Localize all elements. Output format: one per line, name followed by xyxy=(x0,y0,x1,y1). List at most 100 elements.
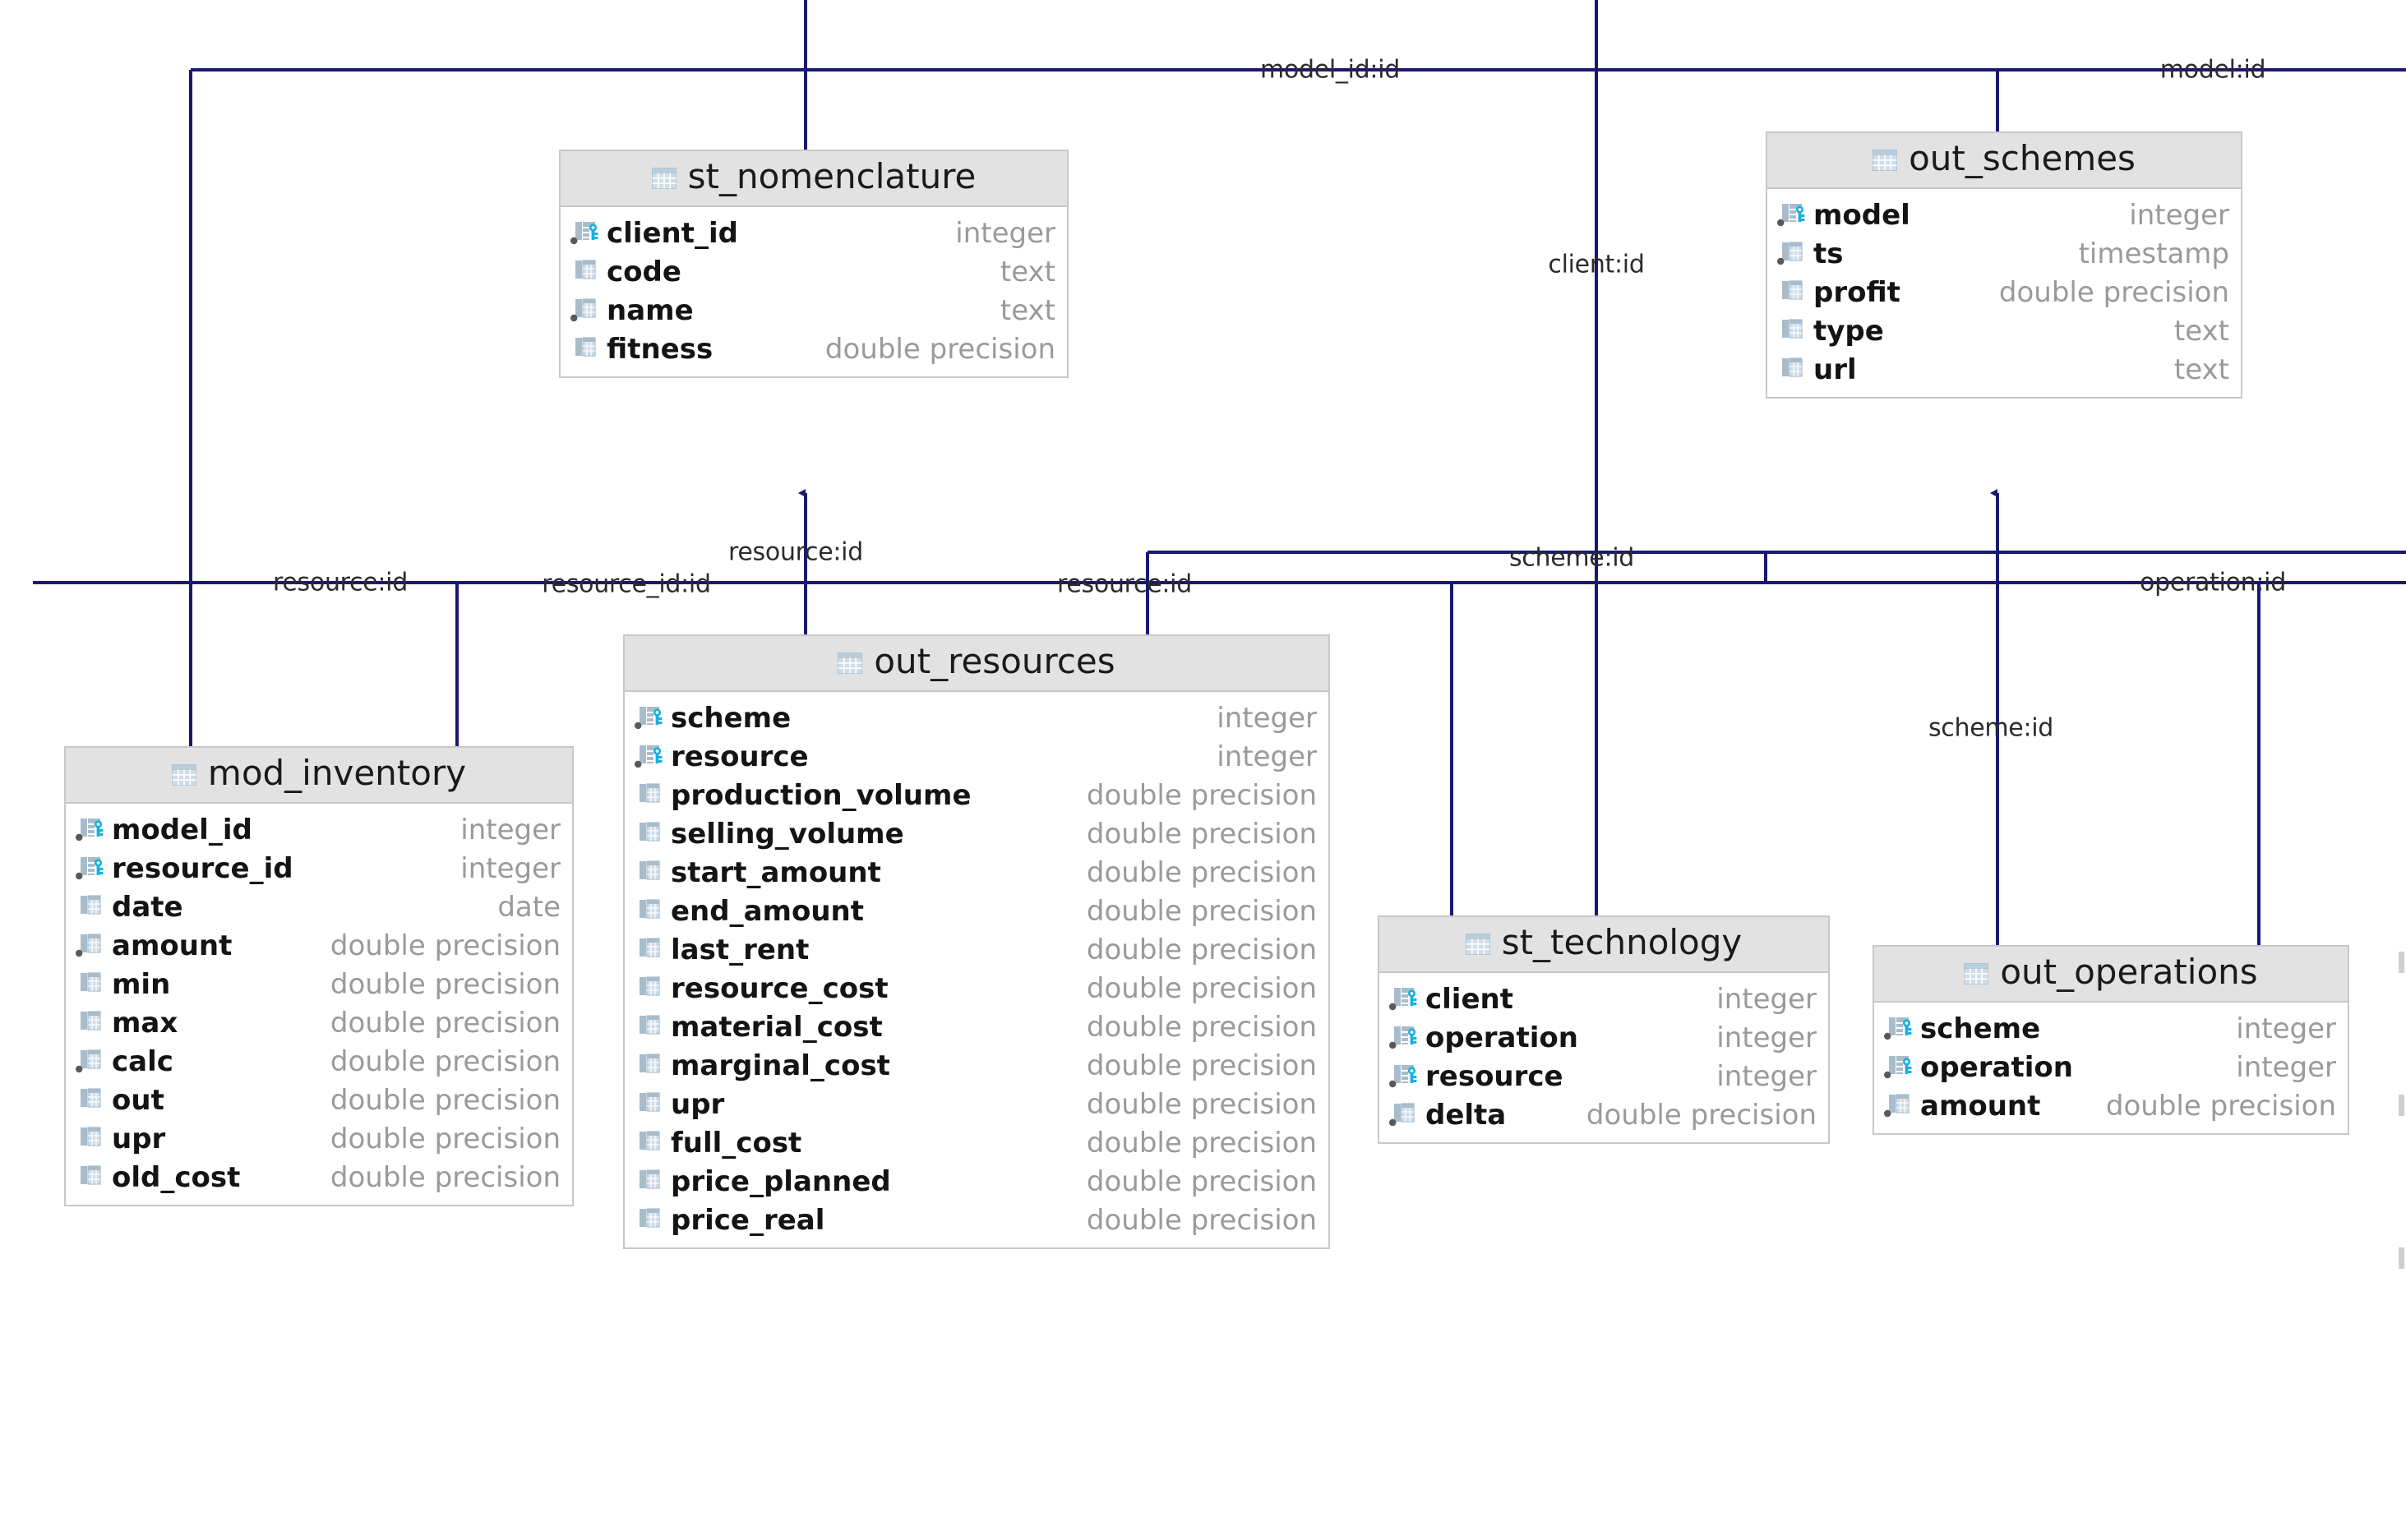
entity-title: st_nomenclature xyxy=(687,156,977,196)
column-type: double precision xyxy=(330,967,561,1001)
key-column-icon xyxy=(1884,1017,1912,1040)
key-column-icon xyxy=(76,818,104,841)
column-type: integer xyxy=(2236,1012,2336,1045)
column-type: integer xyxy=(1217,740,1317,773)
key-column-icon xyxy=(1884,1055,1912,1078)
column-name: end_amount xyxy=(671,894,864,928)
column-name: url xyxy=(1813,353,1857,386)
entity-column-row[interactable]: resource integer xyxy=(625,737,1328,776)
column-indexed-icon xyxy=(1884,1093,1910,1117)
column-icon xyxy=(640,821,660,841)
column-name: out xyxy=(112,1083,164,1117)
edge-label: resource_id:id xyxy=(542,569,711,599)
column-type: double precision xyxy=(1086,1087,1317,1121)
column-type: date xyxy=(497,890,561,924)
edge-label: scheme:id xyxy=(1508,543,1635,573)
column-name: upr xyxy=(112,1122,166,1155)
offscreen-entity-fragment xyxy=(2399,1095,2404,1116)
entity-header-mod_inventory[interactable]: mod_inventory xyxy=(66,748,572,804)
column-type: double precision xyxy=(330,1122,561,1155)
column-name: amount xyxy=(112,929,233,962)
column-type: double precision xyxy=(330,1044,561,1078)
key-column-icon xyxy=(1777,203,1805,226)
entity-title: mod_inventory xyxy=(207,753,467,793)
column-type: text xyxy=(1000,255,1055,288)
entity-column-row[interactable]: out double precision xyxy=(66,1081,572,1119)
column-icon xyxy=(81,1087,101,1108)
table-icon xyxy=(651,168,677,189)
entity-column-row[interactable]: upr double precision xyxy=(66,1119,572,1158)
column-type: integer xyxy=(1716,1059,1817,1093)
column-type: integer xyxy=(460,851,561,885)
column-type: double precision xyxy=(330,1083,561,1117)
column-name: start_amount xyxy=(671,855,881,889)
column-icon xyxy=(1782,357,1803,377)
key-column-icon xyxy=(1389,1064,1417,1087)
key-column-icon xyxy=(570,221,598,244)
column-name: name xyxy=(607,293,694,327)
column-type: double precision xyxy=(2105,1089,2336,1123)
column-name: resource xyxy=(671,740,809,773)
entity-title: out_schemes xyxy=(1909,138,2136,178)
entity-header-out_operations[interactable]: out_operations xyxy=(1874,947,2348,1003)
entity-header-out_schemes[interactable]: out_schemes xyxy=(1767,133,2241,189)
entity-header-st_technology[interactable]: st_technology xyxy=(1379,917,1828,973)
key-column-icon xyxy=(1389,987,1417,1010)
entity-header-out_resources[interactable]: out_resources xyxy=(625,636,1328,692)
entity-header-st_nomenclature[interactable]: st_nomenclature xyxy=(561,151,1067,207)
column-indexed-icon xyxy=(1389,1102,1415,1126)
key-column-icon xyxy=(76,856,104,879)
column-type: integer xyxy=(1716,982,1817,1016)
column-type: double precision xyxy=(1086,1203,1317,1237)
column-icon xyxy=(81,1010,101,1031)
column-icon xyxy=(640,1169,660,1189)
